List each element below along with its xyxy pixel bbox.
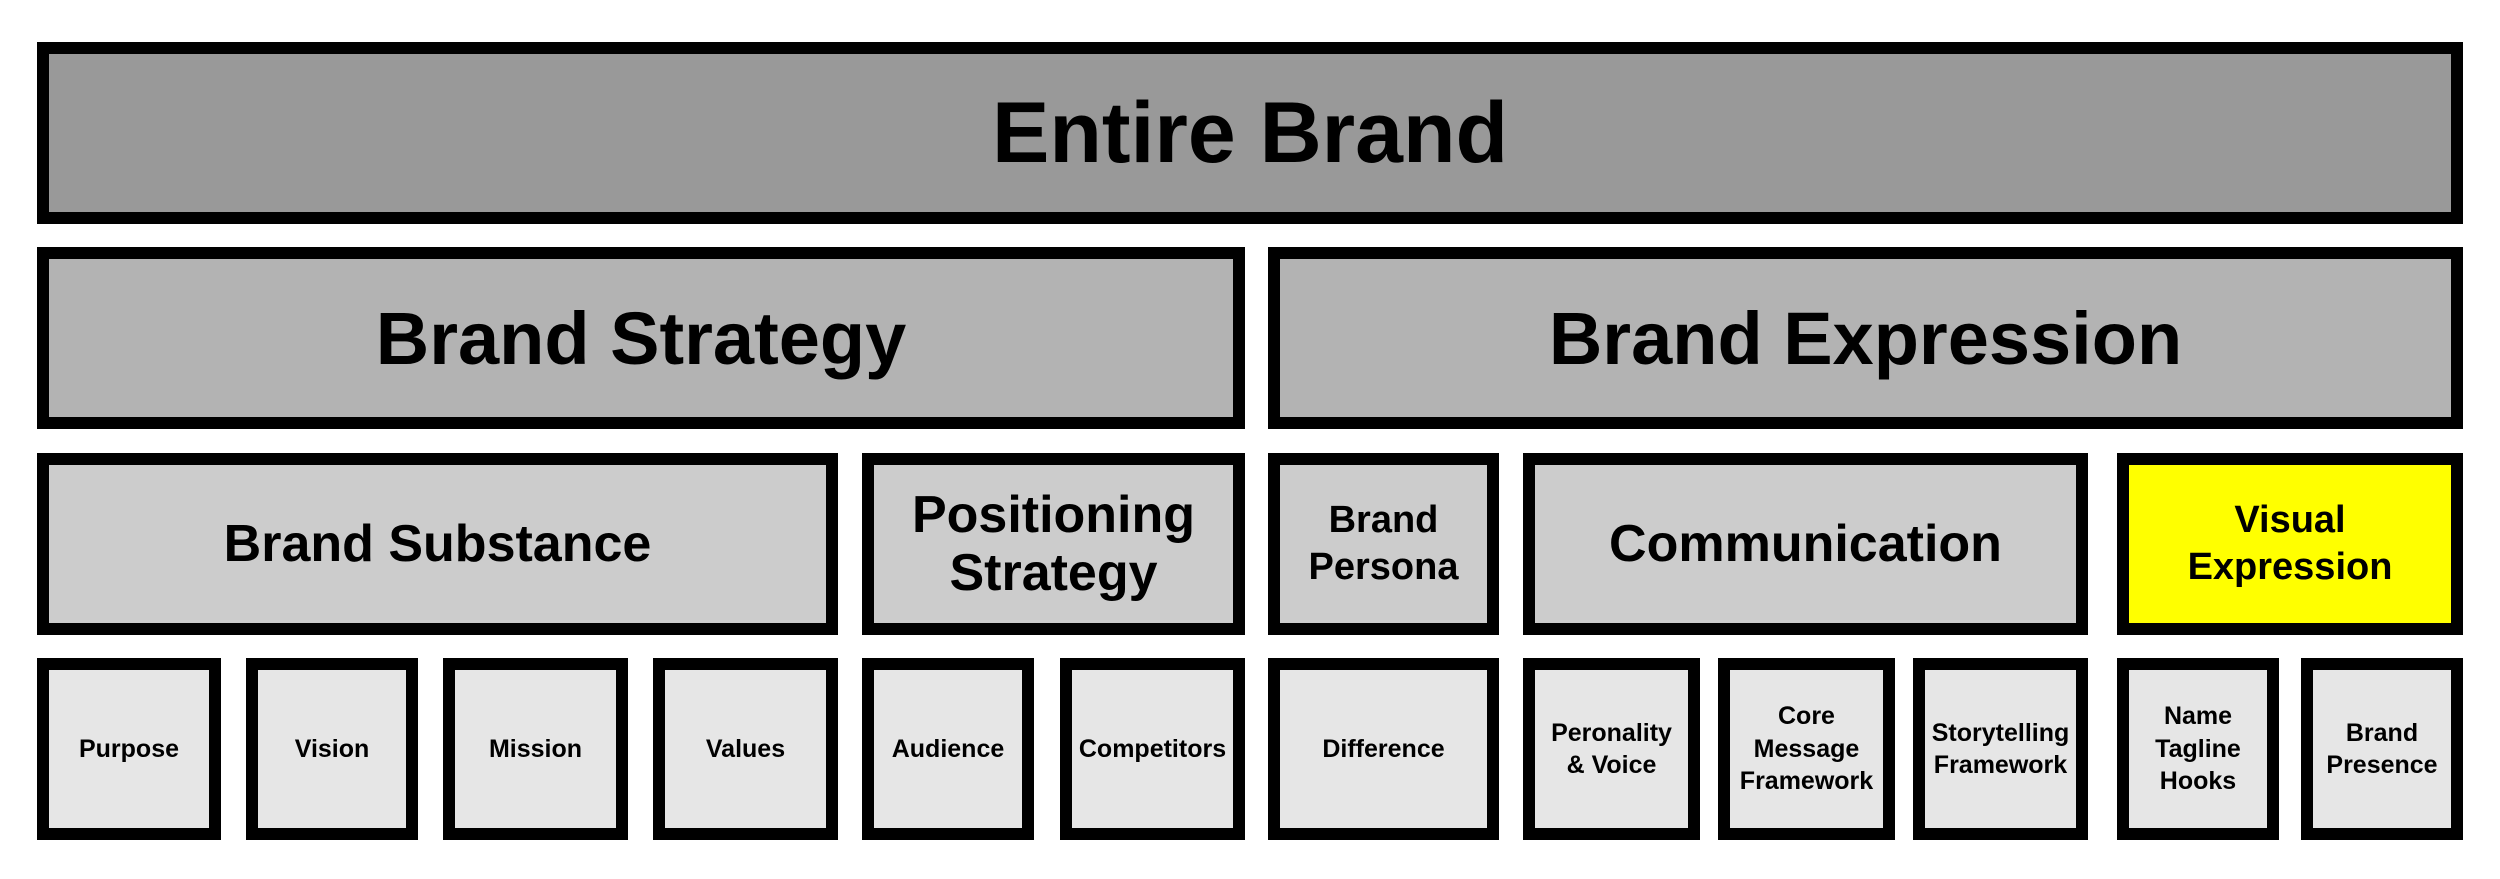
- communication-box: Communication: [1523, 453, 2088, 635]
- personality-voice-box: Peronality & Voice: [1523, 658, 1700, 840]
- personality-voice-label: Peronality & Voice: [1551, 718, 1672, 780]
- brand-strategy-label: Brand Strategy: [375, 296, 907, 380]
- entire-brand-label: Entire Brand: [991, 84, 1509, 181]
- brand-expression-label: Brand Expression: [1548, 296, 2183, 380]
- positioning-strategy-box: Positioning Strategy: [862, 453, 1245, 635]
- storytelling-framework-box: Storytelling Framework: [1913, 658, 2088, 840]
- competitors-box: Competitors: [1060, 658, 1245, 840]
- values-box: Values: [653, 658, 838, 840]
- visual-expression-box: Visual Expression: [2117, 453, 2463, 635]
- brand-presence-label: Brand Presence: [2326, 718, 2438, 780]
- communication-label: Communication: [1609, 514, 2002, 573]
- competitors-label: Competitors: [1078, 734, 1227, 763]
- core-message-framework-label: Core Message Framework: [1739, 702, 1874, 796]
- audience-box: Audience: [862, 658, 1034, 840]
- brand-presence-box: Brand Presence: [2301, 658, 2463, 840]
- mission-box: Mission: [443, 658, 628, 840]
- name-tagline-hooks-box: Name Tagline Hooks: [2117, 658, 2279, 840]
- entire-brand-box: Entire Brand: [37, 42, 2463, 224]
- purpose-label: Purpose: [78, 734, 180, 763]
- mission-label: Mission: [488, 734, 583, 763]
- audience-label: Audience: [891, 734, 1005, 763]
- brand-strategy-box: Brand Strategy: [37, 247, 1245, 429]
- brand-substance-box: Brand Substance: [37, 453, 838, 635]
- name-tagline-hooks-label: Name Tagline Hooks: [2155, 702, 2241, 796]
- visual-expression-label: Visual Expression: [2187, 498, 2393, 589]
- vision-label: Vision: [294, 734, 370, 763]
- values-label: Values: [705, 734, 786, 763]
- positioning-strategy-label: Positioning Strategy: [911, 485, 1196, 602]
- difference-label: Difference: [1322, 734, 1445, 763]
- purpose-box: Purpose: [37, 658, 221, 840]
- core-message-framework-box: Core Message Framework: [1718, 658, 1895, 840]
- difference-box: Difference: [1268, 658, 1499, 840]
- brand-persona-box: Brand Persona: [1268, 453, 1499, 635]
- brand-persona-label: Brand Persona: [1308, 498, 1459, 589]
- brand-substance-label: Brand Substance: [223, 514, 652, 573]
- brand-expression-box: Brand Expression: [1268, 247, 2463, 429]
- storytelling-framework-label: Storytelling Framework: [1931, 718, 2070, 780]
- vision-box: Vision: [246, 658, 418, 840]
